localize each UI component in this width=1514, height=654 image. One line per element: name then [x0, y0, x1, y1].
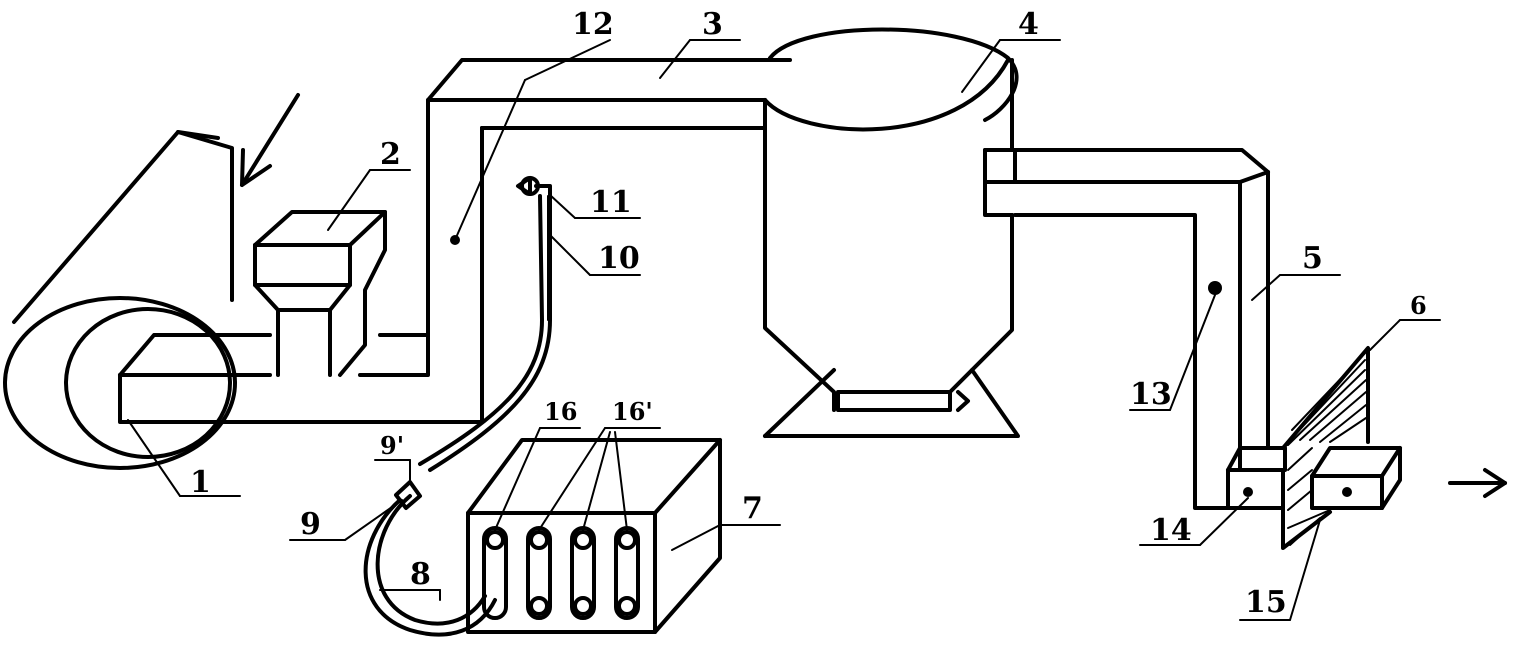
label-9: 9	[300, 507, 321, 542]
inlet-arrow	[240, 93, 300, 187]
inlet-duct	[118, 333, 484, 424]
label-9-prime: 9'	[380, 431, 404, 460]
leader-lines	[127, 39, 1441, 621]
label-5: 5	[1302, 241, 1323, 276]
label-11: 11	[590, 185, 632, 220]
outlet-blocks	[1226, 446, 1402, 510]
sensor-15	[1342, 487, 1352, 497]
label-2: 2	[380, 137, 401, 172]
label-10: 10	[598, 241, 640, 276]
flow-tube-16	[482, 526, 508, 620]
label-3: 3	[702, 7, 723, 42]
filter-screen	[1281, 346, 1370, 550]
label-15: 15	[1245, 585, 1287, 620]
label-12: 12	[572, 7, 614, 42]
sensor-13	[1208, 281, 1222, 295]
flow-tube-16p-c	[614, 526, 640, 620]
label-1: 1	[190, 465, 211, 500]
label-13: 13	[1130, 377, 1172, 412]
label-14: 14	[1150, 513, 1192, 548]
separator-vessel	[763, 27, 1020, 438]
flow-tube-16p-a	[526, 526, 552, 620]
feed-hopper	[253, 210, 387, 377]
sensor-14	[1243, 487, 1253, 497]
labels: 1 2 3 4 5 6 7 8 9 9' 10 11 12 13 14 15 1…	[190, 7, 1427, 620]
fan-blower	[3, 130, 237, 470]
label-6: 6	[1410, 291, 1427, 320]
label-16: 16	[544, 397, 577, 426]
outlet-arrow	[1448, 468, 1507, 498]
label-8: 8	[410, 557, 431, 592]
probe-tube	[363, 176, 552, 637]
label-16-prime: 16'	[612, 397, 653, 426]
label-4: 4	[1018, 7, 1039, 42]
outlet-duct	[983, 148, 1270, 510]
analyser-box	[466, 438, 722, 634]
flow-tube-16p-b	[570, 526, 596, 620]
label-7: 7	[742, 491, 763, 526]
sensor-points	[450, 235, 1352, 497]
